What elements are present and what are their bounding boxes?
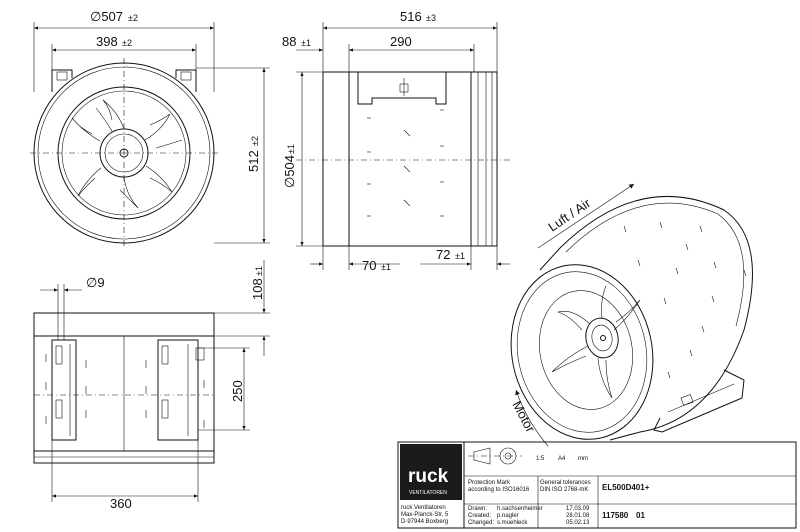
paper-label: A4: [558, 456, 566, 462]
top-hole-label: ∅9: [86, 275, 105, 290]
top-view: [33, 260, 270, 502]
front-bolt-label: 398: [96, 34, 118, 49]
side-bottom-right-label: 72: [436, 247, 450, 262]
tolerances-std: DIN ISO 2768-mK: [540, 487, 588, 493]
front-height-label: 512: [246, 150, 261, 172]
side-diameter-tolerance: ±1: [286, 144, 296, 154]
airflow-label: Luft / Air: [545, 195, 593, 234]
side-bracket-label: 290: [390, 34, 412, 49]
changed-label: Changed:: [468, 520, 494, 526]
changed-name: s.muehleck: [497, 520, 528, 526]
front-height-tolerance: ±2: [250, 136, 260, 146]
created-label: Created:: [468, 513, 491, 519]
title-block: [397, 441, 797, 529]
company-line-3: D-97944 Boxberg: [401, 519, 448, 525]
side-bottom-left-label: 70: [362, 258, 376, 273]
protection-mark: Protection Mark: [468, 480, 511, 486]
side-flange-tolerance: ±1: [301, 38, 311, 48]
side-view: [296, 22, 510, 270]
side-bottom-left-tolerance: ±1: [381, 262, 391, 272]
side-length-label: 516: [400, 9, 422, 24]
front-diameter-tolerance: ±2: [128, 13, 138, 23]
top-height-tolerance: ±1: [254, 266, 264, 276]
top-width-label: 360: [110, 496, 132, 511]
scale-label: 1:5: [536, 456, 545, 462]
brand-logo: ruck: [408, 466, 449, 487]
revision: 01: [636, 511, 645, 520]
changed-date: 05.02.13: [566, 520, 590, 526]
company-line-2: Max-Planck-Str. 5: [401, 512, 449, 518]
side-length-tolerance: ±3: [426, 13, 436, 23]
part-number: 117580: [602, 511, 629, 520]
created-name: p.nagler: [497, 513, 519, 519]
top-foot-label: 250: [230, 380, 245, 402]
front-diameter-label: ∅507: [90, 9, 123, 24]
model-number: EL500D401+: [602, 483, 650, 492]
created-date: 28.01.08: [566, 513, 590, 519]
isometric-view: [510, 183, 753, 447]
front-bolt-tolerance: ±2: [122, 38, 132, 48]
drawn-name: h.sachsenheimer: [497, 506, 543, 512]
side-diameter-label: ∅504: [282, 155, 297, 188]
tolerances-label: General tolerances: [540, 480, 591, 486]
front-view: [30, 22, 270, 248]
protection-std: according to ISO16016: [468, 487, 530, 493]
side-flange-label: 88: [282, 34, 296, 49]
drawn-label: Drawn:: [468, 506, 487, 512]
company-line-1: ruck Ventilatoren: [401, 505, 446, 511]
rotation-label: Motor: [509, 398, 538, 435]
top-height-label: 108: [250, 278, 265, 300]
brand-sub: VENTILATOREN: [409, 490, 447, 496]
drawn-date: 17.03.09: [566, 506, 590, 512]
side-bottom-right-tolerance: ±1: [455, 251, 465, 261]
unit-label: mm: [578, 456, 588, 462]
